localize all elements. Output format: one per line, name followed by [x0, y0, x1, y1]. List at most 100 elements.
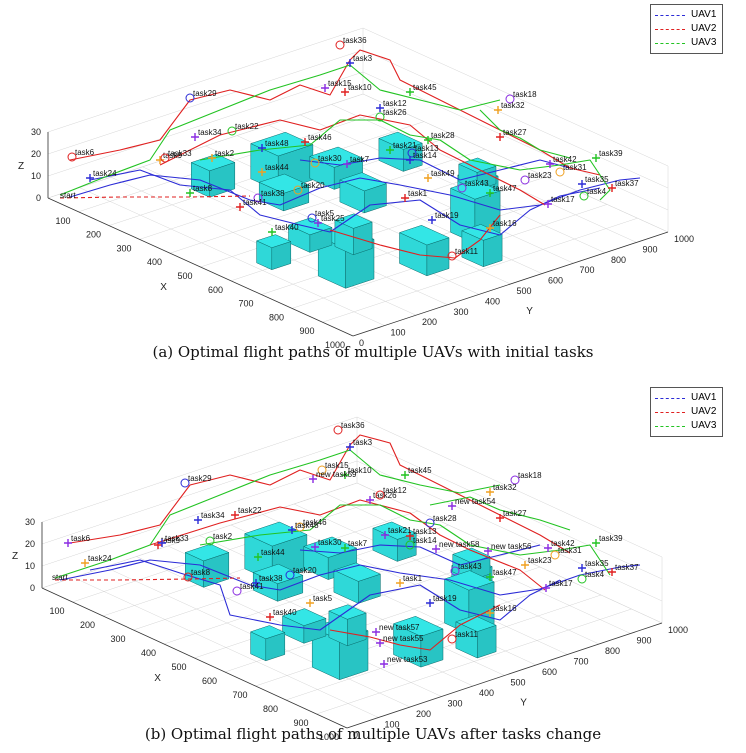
legend-item-uav1: UAV1	[655, 8, 716, 22]
task-label: task27	[503, 509, 527, 518]
new-task-label: new task58	[439, 540, 480, 549]
x-tick-label: 700	[232, 690, 247, 700]
task-label: task7	[350, 155, 370, 164]
task-marker	[343, 160, 351, 168]
legend-label-uav2: UAV2	[691, 23, 717, 34]
new-task-label: new task57	[379, 623, 420, 632]
task-label: task19	[433, 594, 457, 603]
y-axis-line	[346, 622, 663, 729]
task-label: task22	[235, 122, 259, 131]
grid-line	[316, 608, 632, 715]
task-label: task27	[503, 128, 527, 137]
task-label: task13	[413, 527, 437, 536]
task-label: task36	[341, 421, 365, 430]
new-task-marker	[448, 502, 456, 510]
x-tick-label: 400	[141, 648, 156, 658]
task-marker	[307, 213, 317, 223]
uav2-path	[149, 499, 546, 591]
x-tick-label: 300	[110, 634, 125, 644]
task-label: task14	[413, 151, 437, 160]
x-tick-label: 200	[86, 230, 101, 240]
grid-line	[322, 217, 638, 323]
task-label: task20	[293, 566, 317, 575]
uav3-path	[54, 449, 501, 579]
z-tick-label: 0	[30, 583, 35, 593]
uav1-path	[299, 544, 541, 566]
legend-item-uav3: UAV3	[655, 419, 716, 433]
z-tick-label: 10	[31, 171, 41, 181]
x-tick-label: 800	[263, 704, 278, 714]
task-label: task11	[455, 630, 479, 639]
task-marker	[486, 488, 494, 496]
new-task-label: new task59	[316, 470, 357, 479]
caption-a: (a) Optimal flight paths of multiple UAV…	[152, 343, 594, 361]
z-tick-label: 20	[25, 539, 35, 549]
task-marker	[194, 516, 202, 524]
x-tick-label: 700	[238, 299, 253, 309]
task-marker	[428, 216, 436, 224]
task-label: task41	[243, 198, 267, 207]
task-label: task38	[259, 574, 283, 583]
x-axis-label: X	[160, 282, 167, 293]
task-label: task33	[168, 149, 192, 158]
task-label: task43	[465, 179, 489, 188]
building-top	[449, 179, 501, 200]
task-marker	[366, 496, 374, 504]
task-marker	[317, 465, 327, 475]
task-label: task6	[71, 534, 91, 543]
task-label: task24	[88, 554, 112, 563]
task-marker	[401, 194, 409, 202]
task-marker	[486, 224, 494, 232]
z-tick-label: 0	[36, 193, 41, 203]
task-label: task9	[161, 536, 181, 545]
y-axis-label: Y	[520, 698, 527, 709]
task-marker	[578, 564, 586, 572]
task-label: task1	[408, 189, 428, 198]
task-marker	[447, 251, 457, 261]
task-label: task18	[518, 471, 542, 480]
task-label: task32	[501, 101, 525, 110]
legend-item-uav2: UAV2	[655, 22, 716, 36]
task-marker	[578, 180, 586, 188]
task-label: task15	[325, 461, 349, 470]
task-label: task40	[275, 223, 299, 232]
task-label: task13	[415, 144, 439, 153]
task-marker	[407, 148, 417, 158]
task-marker	[81, 559, 89, 567]
x-tick-label: 1000	[319, 732, 339, 742]
task-label: task35	[585, 559, 609, 568]
task-marker	[406, 88, 414, 96]
legend-line-uav3	[655, 42, 685, 44]
y-tick-label: 500	[511, 678, 526, 688]
task-marker	[253, 193, 263, 203]
legend-line-uav1	[655, 14, 685, 16]
x-tick-label: 500	[177, 271, 192, 281]
uav2-path	[55, 577, 241, 581]
x-tick-label: 1000	[325, 340, 345, 350]
task-marker	[486, 189, 494, 197]
task-label: task24	[93, 169, 117, 178]
task-marker	[314, 219, 322, 227]
task-label: task21	[388, 526, 412, 535]
y-tick-label: 400	[485, 296, 500, 306]
task-label: task10	[348, 466, 372, 475]
task-label: task3	[353, 54, 373, 63]
task-label: task5	[313, 594, 333, 603]
task-label: task22	[238, 506, 262, 515]
uav2-path	[159, 114, 546, 206]
new-task-label: new task55	[383, 634, 424, 643]
x-tick-label: 900	[293, 718, 308, 728]
uav2-path	[59, 195, 251, 199]
task-marker	[227, 126, 237, 136]
x-tick-label: 500	[171, 662, 186, 672]
task-marker	[386, 146, 394, 154]
building-top	[333, 562, 382, 582]
task-marker	[608, 568, 616, 576]
task-marker	[542, 584, 550, 592]
y-tick-label: 900	[643, 244, 658, 254]
task-marker	[406, 532, 414, 540]
task-label: task38	[261, 189, 285, 198]
x-tick-label: 300	[116, 243, 131, 253]
task-marker	[505, 94, 515, 104]
task-marker	[457, 183, 467, 193]
